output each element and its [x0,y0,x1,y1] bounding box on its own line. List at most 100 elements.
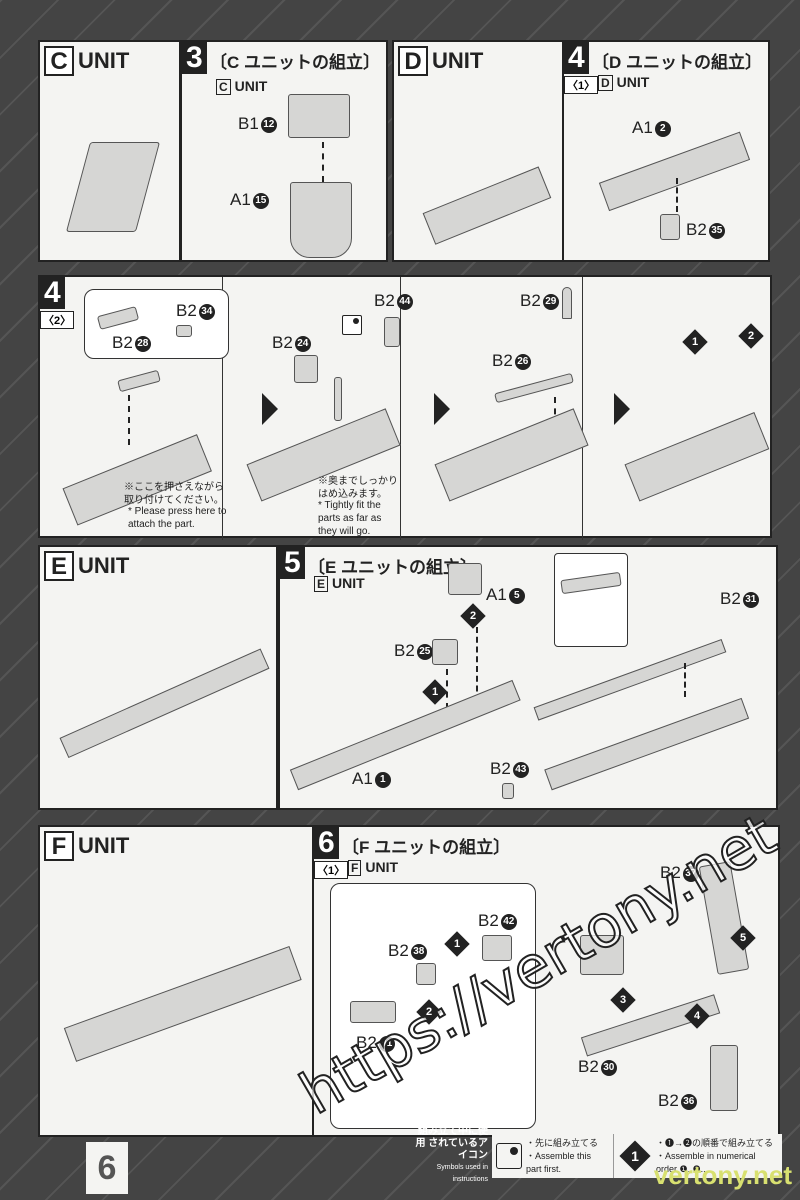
unit-letter: D [398,46,428,76]
sub-step: 〈2〉 [40,311,75,329]
note-press-jp: ※ここを押さえながら 取り付けてください。 [124,482,224,506]
note-fit-en: * Tightly fit the parts as far as they w… [318,500,382,537]
order-icon: 1 [619,1140,651,1172]
legend-title: 組み立て中に使用 されているアイコン Symbols used in instr… [410,1126,492,1186]
part-number: 42 [500,914,517,930]
unit-label: UNIT [332,575,365,591]
unit-label: UNIT [234,78,268,94]
runner: A1 [486,585,507,604]
sub-step: 〈1〉 [564,76,599,94]
part-b2-26 [494,372,574,404]
runner: A1 [352,769,373,788]
order-number: 1 [691,336,699,348]
d-unit-base [434,408,589,502]
divider [222,277,223,540]
part-b2-38 [416,963,436,985]
legend-title-en: Symbols used in instructions [436,1164,488,1183]
order-number: 1 [631,1148,639,1164]
part-number: 26 [514,354,531,370]
legend-order-en: ・Assemble in numerical order ❶, ❷... [656,1150,756,1174]
step-title: 〔E ユニットの組立〕 [308,558,478,577]
divider [400,277,401,540]
page-number: 6 [86,1142,128,1194]
part-number: 36 [680,1094,697,1110]
order-3-icon: 3 [610,987,636,1013]
runner: B2 [394,641,415,660]
part-b2-29 [562,287,572,319]
runner: B2 [272,333,293,352]
unit-label: UNIT [78,48,130,73]
part-b2-25 [432,639,458,665]
part-b2-31 [533,639,727,721]
order-number: 2 [469,610,477,622]
runner: B2 [356,1033,377,1052]
order-number: 2 [747,330,755,342]
symbol-legend: 組み立て中に使用 されているアイコン Symbols used in instr… [410,1126,782,1183]
next-arrow-icon [434,393,450,425]
step-number: 5 [280,547,305,579]
order-5-icon: 5 [730,925,756,951]
step-title: 〔D ユニットの組立〕 [592,53,762,72]
runner: B2 [374,291,395,310]
order-number: 1 [453,938,461,950]
assemble-first-icon [496,1143,522,1169]
step-number: 4 [564,42,589,74]
part-number: 34 [198,304,215,320]
f-unit-part-illustration [63,946,302,1062]
part-a1-2 [598,131,751,212]
runner: B2 [478,911,499,930]
detail-part [560,571,622,595]
part-number: 24 [294,336,311,352]
unit-label: UNIT [78,833,130,858]
order-2-icon: 2 [738,323,764,349]
legend-order-jp: ・❶→❷の順番で組み立てる [656,1137,774,1148]
order-1-icon: 1 [422,679,448,705]
unit-label: UNIT [365,859,399,875]
runner: A1 [632,118,653,137]
runner: B2 [388,941,409,960]
order-number: 5 [739,932,747,944]
assembly-arrow [476,627,478,711]
part-number: 43 [512,762,529,778]
step-number: 3 [182,42,207,74]
order-1-icon: 1 [444,931,470,957]
detail-inset [554,553,628,647]
runner: B2 [720,589,741,608]
unit-label: UNIT [616,74,650,90]
assembly-arrow [128,395,130,445]
unit-letter: C [216,79,231,95]
divider [582,277,583,540]
part-b2-28 [117,369,161,393]
sub-step: 〈1〉 [314,861,349,879]
part-number: 29 [542,294,559,310]
order-number: 1 [431,686,439,698]
runner: B2 [578,1057,599,1076]
